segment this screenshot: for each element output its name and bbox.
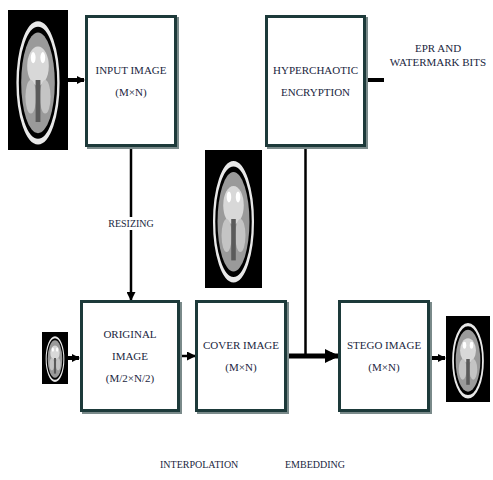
process-box: INPUT IMAGE (M×N) <box>85 15 177 147</box>
box-text: COVER IMAGE (M×N) <box>202 334 280 378</box>
step-label: EMBEDDING <box>283 458 347 471</box>
flow-arrow <box>180 355 195 358</box>
box-text: STEGO IMAGE (M×N) <box>345 334 423 378</box>
process-box: HYPERCHAOTIC ENCRYPTION <box>265 15 366 147</box>
box-text: ORIGINAL IMAGE (M/2×N/2) <box>87 323 173 389</box>
box-text: INPUT IMAGE (M×N) <box>92 59 170 103</box>
input-arrow <box>68 78 84 82</box>
step-label: RESIZING <box>106 217 156 230</box>
step-label: INTERPOLATION <box>158 458 240 471</box>
original-arrow <box>68 356 79 360</box>
process-box: STEGO IMAGE (M×N) <box>338 300 430 412</box>
box-text: HYPERCHAOTIC ENCRYPTION <box>272 59 359 103</box>
input-thumbnail <box>8 10 68 150</box>
stego-arrow <box>432 356 445 360</box>
input-label: EPR AND WATERMARK BITS <box>384 42 492 70</box>
cover-thumbnail <box>205 150 262 288</box>
process-box: ORIGINAL IMAGE (M/2×N/2) <box>80 300 180 412</box>
original-thumbnail <box>42 332 68 384</box>
flow-arrow <box>306 147 339 356</box>
process-box: COVER IMAGE (M×N) <box>195 300 287 412</box>
stego-thumbnail <box>446 316 490 402</box>
